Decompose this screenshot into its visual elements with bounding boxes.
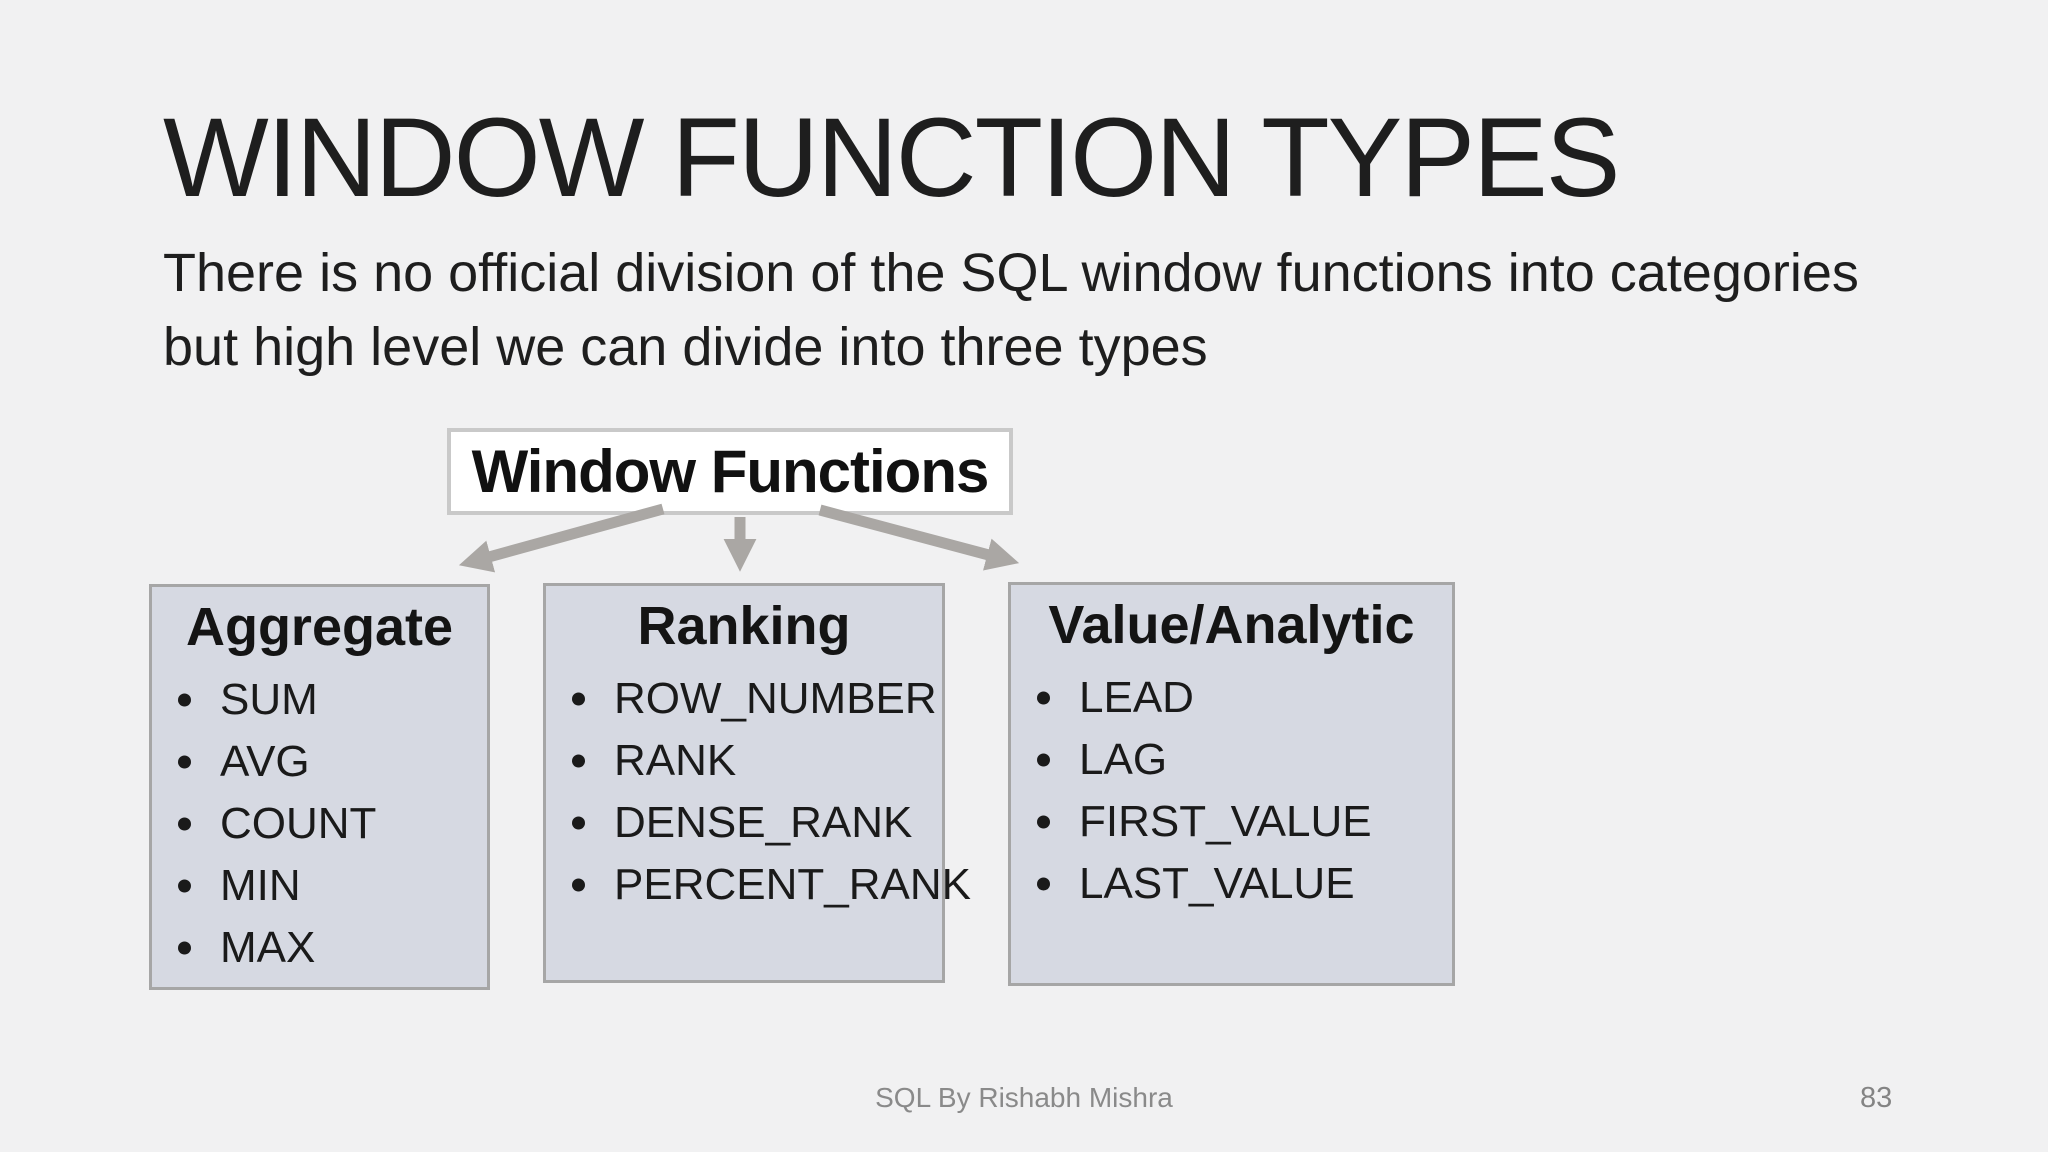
category-list-value-analytic: LEAD LAG FIRST_VALUE LAST_VALUE (1011, 667, 1452, 915)
category-list-ranking: ROW_NUMBER RANK DENSE_RANK PERCENT_RANK (546, 668, 971, 916)
list-item: SUM (176, 669, 481, 731)
list-item: RANK (570, 730, 936, 792)
arrow-left-icon (458, 503, 665, 573)
list-item: FIRST_VALUE (1035, 791, 1446, 853)
slide-subtitle: There is no official division of the SQL… (163, 243, 1859, 377)
list-item: MIN (176, 855, 481, 917)
list-item: ROW_NUMBER (570, 668, 937, 730)
category-title-aggregate: Aggregate (185, 597, 454, 657)
list-item: COUNT (176, 793, 481, 855)
root-node-window-functions: Window Functions (447, 428, 1013, 515)
category-box-aggregate: Aggregate SUM AVG COUNT MIN MAX (149, 584, 490, 990)
category-title-value-analytic: Value/Analytic (1048, 595, 1415, 655)
category-box-value-analytic: Value/Analytic LEAD LAG FIRST_VALUE LAST… (1008, 582, 1455, 986)
list-item: LEAD (1035, 667, 1446, 729)
list-item: MAX (176, 917, 481, 979)
list-item: AVG (176, 731, 481, 793)
category-title-ranking: Ranking (637, 596, 851, 656)
arrow-right-icon (818, 504, 1020, 571)
category-box-ranking: Ranking ROW_NUMBER RANK DENSE_RANK PERCE… (543, 583, 971, 983)
root-node-label: Window Functions (471, 438, 990, 505)
footer-credit: SQL By Rishabh Mishra (875, 1082, 1173, 1113)
page-number: 83 (1860, 1082, 1893, 1114)
category-list-aggregate: SUM AVG COUNT MIN MAX (152, 669, 487, 979)
list-item: DENSE_RANK (570, 792, 936, 854)
list-item: LAG (1035, 729, 1446, 791)
slide-title: WINDOW FUNCTION TYPES (163, 95, 1620, 220)
list-item: LAST_VALUE (1035, 853, 1446, 915)
list-item: PERCENT_RANK (570, 854, 971, 916)
